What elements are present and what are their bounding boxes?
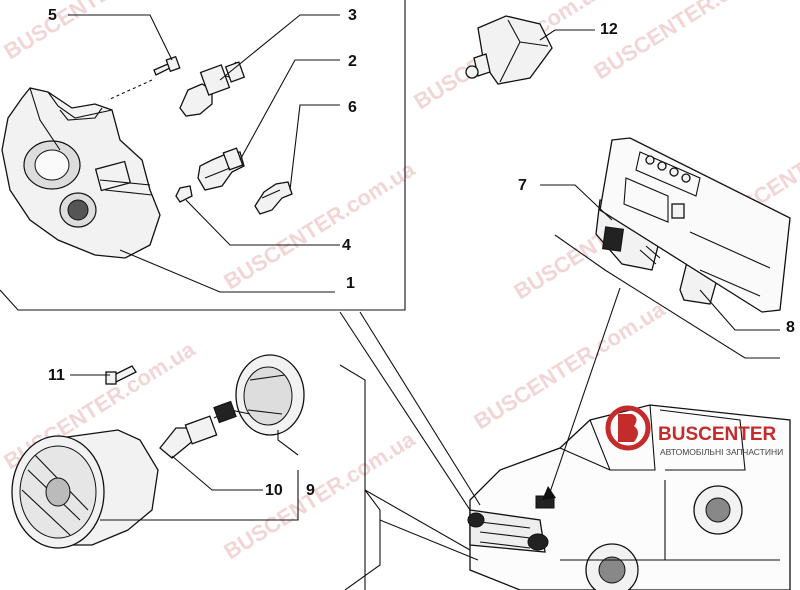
brand-b-icon <box>618 414 638 442</box>
callout-label: 1 <box>346 275 355 292</box>
callout-label: 7 <box>518 177 527 194</box>
fog-lamp-ring <box>235 354 305 436</box>
callout-label: 3 <box>348 7 357 24</box>
switch-group-frame <box>554 234 780 359</box>
callout-label: 12 <box>600 21 618 38</box>
h4-bulb <box>179 61 246 117</box>
callout-label: 10 <box>265 482 283 499</box>
arrow-head-icon <box>542 486 556 500</box>
callout-label: 6 <box>348 99 357 116</box>
watermark-text: BUSCENTER.com.ua <box>219 156 419 294</box>
callout-label: 2 <box>348 53 357 70</box>
foglamp-group-frame <box>339 364 366 590</box>
dashboard-panel <box>599 137 791 313</box>
brand-tagline: АВТОМОБІЛЬНІ ЗАПЧАСТИНИ <box>660 447 783 457</box>
watermark-text: BUSCENTER.com.ua <box>589 0 789 84</box>
fog-bulb <box>159 400 251 459</box>
callout-label: 11 <box>48 367 65 384</box>
fog-screw <box>105 365 137 385</box>
group-frame-lines <box>0 0 780 590</box>
watermark-text: BUSCENTER.com.ua <box>219 426 419 564</box>
callout-lines <box>68 14 780 521</box>
callout-label: 9 <box>306 482 315 499</box>
bulb-holder <box>197 147 245 191</box>
fog-lamp-housing <box>11 429 159 549</box>
headlamp-housing <box>1 87 161 259</box>
callout-label: 8 <box>786 319 795 336</box>
small-bulb <box>175 185 193 203</box>
leader-lines <box>339 287 621 561</box>
callout-label: 4 <box>342 237 351 254</box>
headlamp-group-frame <box>0 0 406 311</box>
screw <box>107 55 181 101</box>
buscenter-logo: BUSCENTER АВТОМОБІЛЬНІ ЗАПЧАСТИНИ <box>605 405 783 457</box>
level-motor <box>465 15 553 85</box>
foglamp-group-frame-lower <box>344 489 381 590</box>
brand-mark-icon <box>605 405 651 451</box>
brand-name: BUSCENTER <box>658 424 777 445</box>
callout-labels: 1 2 3 4 5 6 7 8 9 10 11 12 <box>48 7 795 499</box>
side-bulb-holder <box>254 181 293 215</box>
callout-label: 5 <box>48 7 57 24</box>
